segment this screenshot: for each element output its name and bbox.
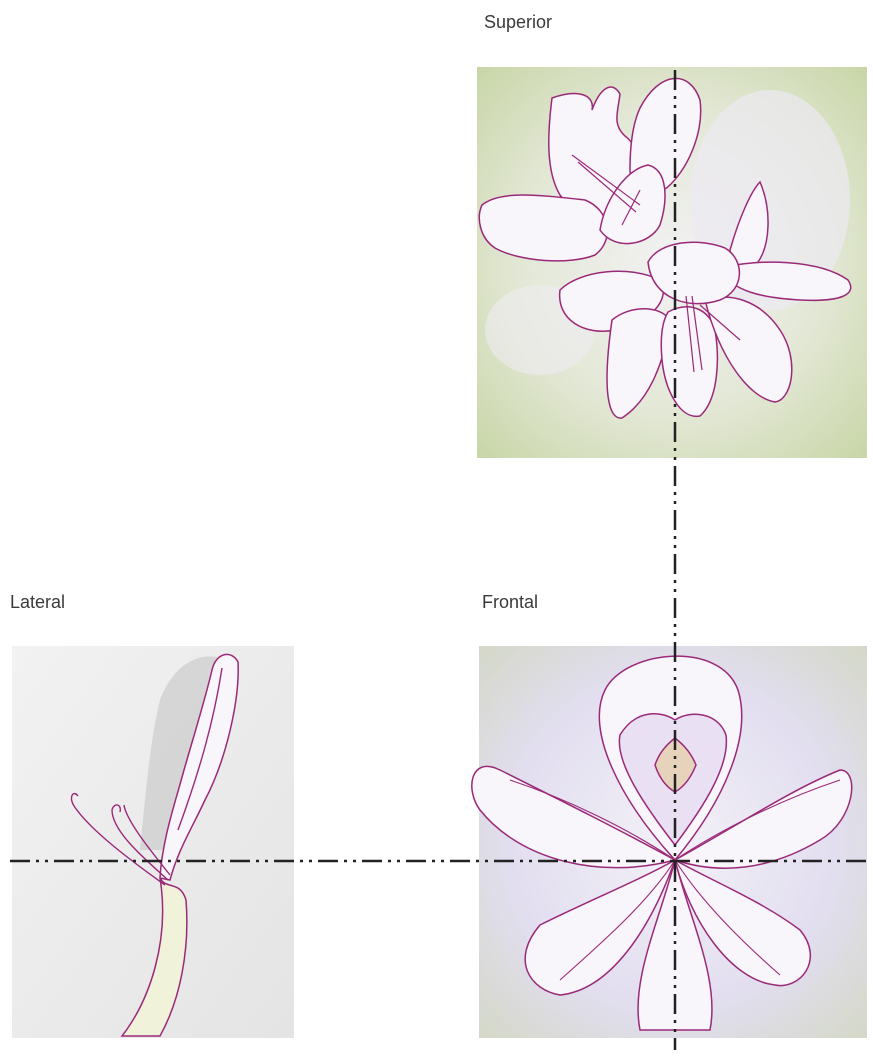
frontal-view [472,646,867,1038]
lateral-view [12,646,294,1038]
superior-view [477,67,867,458]
